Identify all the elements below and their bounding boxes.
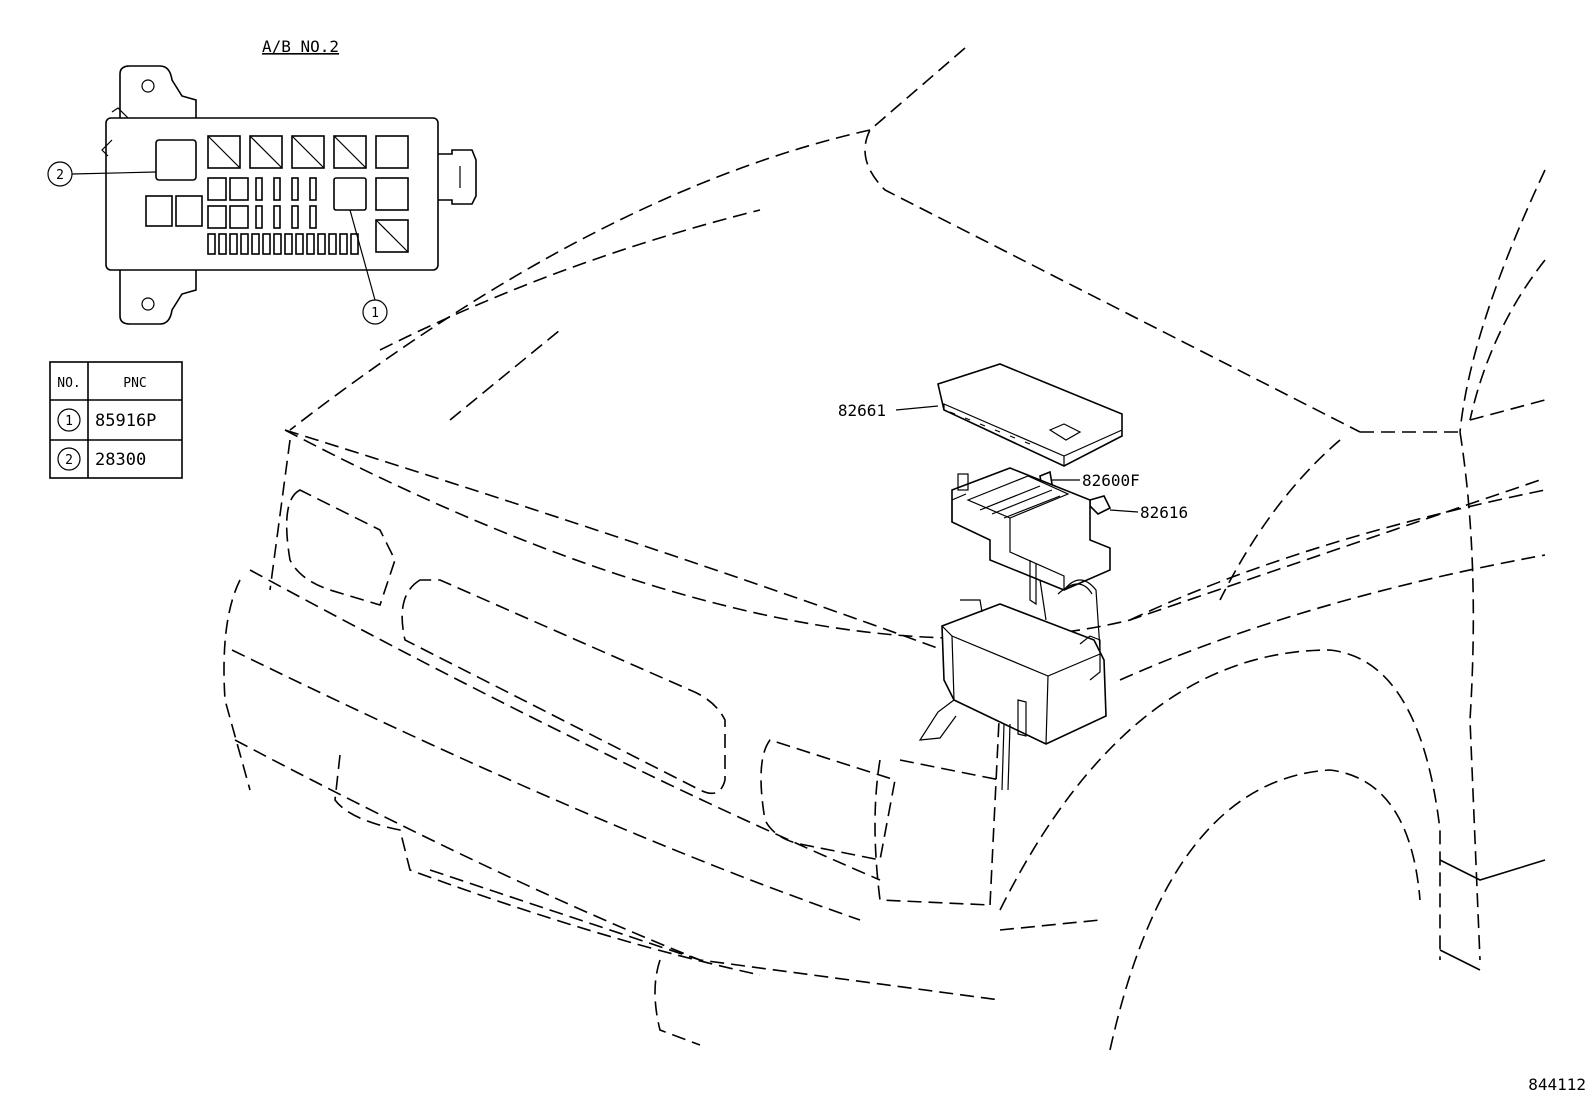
callout-circle-2 xyxy=(47,161,73,187)
part-label-clip: 82616 xyxy=(1140,503,1188,522)
table-row-1-pnc: 85916P xyxy=(95,411,156,431)
lower-bolt-hole xyxy=(141,297,155,311)
callout-number-2: 2 xyxy=(56,168,64,183)
relay-block-case xyxy=(918,599,1107,791)
relay-component-1 xyxy=(333,177,367,211)
upper-bolt-hole xyxy=(141,79,155,93)
relay-row-top xyxy=(207,135,409,169)
callout-number-1: 1 xyxy=(371,306,379,321)
table-header-no: NO. xyxy=(57,376,80,391)
relay-component-2 xyxy=(155,139,197,181)
relay-block-diagram: A/B NO.2 xyxy=(47,37,477,325)
part-label-fuse: 82600F xyxy=(1082,471,1140,490)
relay-block-cover xyxy=(937,363,1123,467)
side-connector xyxy=(438,149,477,205)
relay-block-unit xyxy=(951,467,1111,651)
table-header-pnc: PNC xyxy=(123,376,146,391)
upper-mounting-bracket xyxy=(119,65,197,118)
relay-block-assembly: 82661 82600F 82616 xyxy=(838,363,1188,791)
relay-block-tab xyxy=(111,107,129,119)
relay-block-title: A/B NO.2 xyxy=(262,37,339,56)
callout-circle-1 xyxy=(362,299,388,325)
parts-table: NO. PNC 1 85916P 2 28300 xyxy=(49,361,183,479)
table-row-1-no: 1 xyxy=(65,414,73,429)
mini-fuse-strip xyxy=(207,233,359,255)
part-label-cover: 82661 xyxy=(838,401,886,420)
table-row-2-pnc: 28300 xyxy=(95,450,146,470)
fuse-array xyxy=(145,177,317,229)
lower-mounting-bracket xyxy=(119,270,197,325)
table-row-2-no: 2 xyxy=(65,453,73,468)
figure-number: 844112 xyxy=(1528,1075,1586,1094)
clip-part xyxy=(1089,495,1112,515)
